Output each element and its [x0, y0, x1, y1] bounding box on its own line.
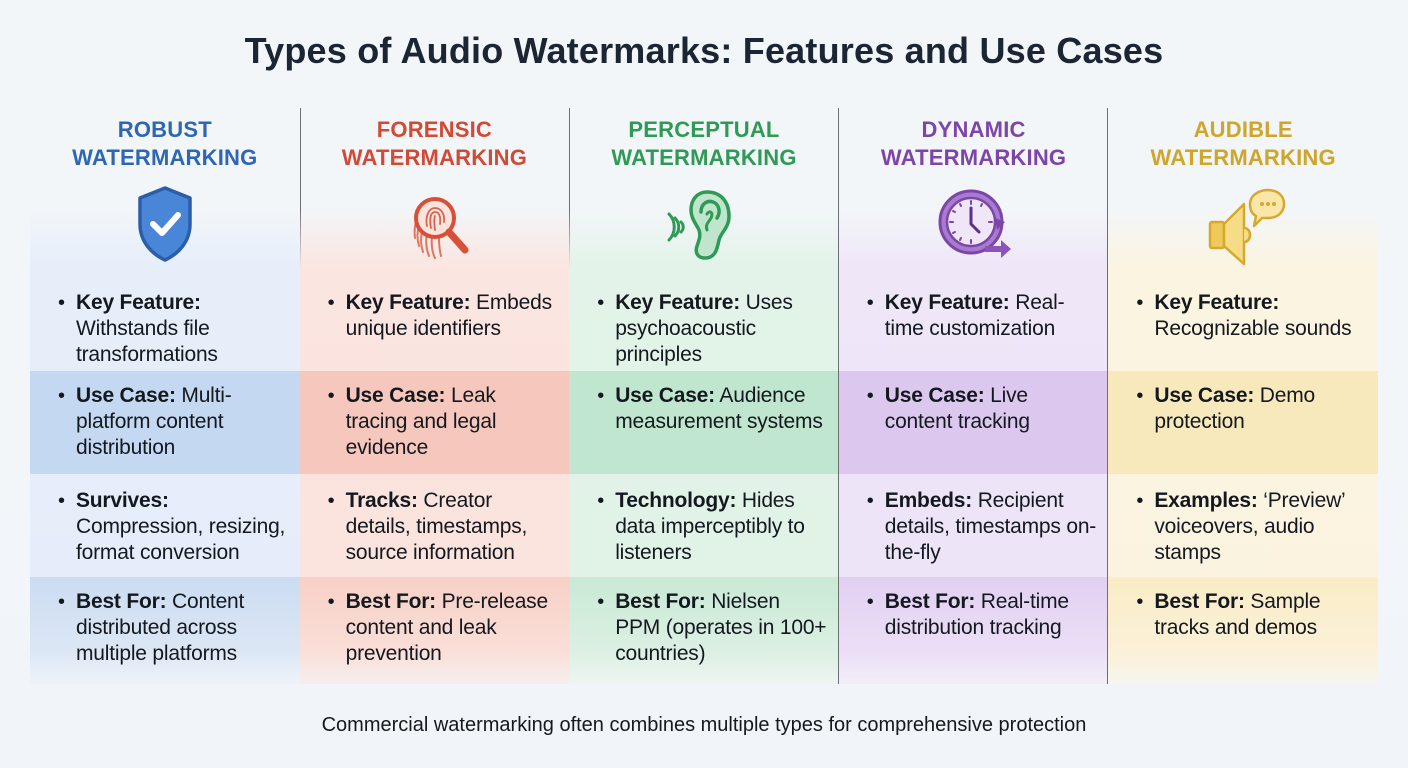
row-use-case: Use Case: Audience measurement systems [569, 371, 839, 474]
row-best-for: Best For: Sample tracks and demos [1108, 577, 1378, 684]
row-best-for: Best For: Pre-release content and leak p… [300, 577, 570, 684]
speaker-speech-bubble-icon [1198, 182, 1288, 266]
clock-refresh-icon [929, 182, 1019, 266]
row-survives: Survives: Compression, resizing, format … [30, 474, 300, 577]
row-embeds: Embeds: Recipient details, timestamps on… [839, 474, 1109, 577]
row-tracks: Tracks: Creator details, timestamps, sou… [300, 474, 570, 577]
row-examples: Examples: ‘Preview’ voiceovers, audio st… [1108, 474, 1378, 577]
row-best-for: Best For: Real-time distribution trackin… [839, 577, 1109, 684]
page-title: Types of Audio Watermarks: Features and … [244, 30, 1164, 71]
column-heading-dynamic: DYNAMIC WATERMARKING [880, 117, 1067, 170]
column-heading-forensic: FORENSIC WATERMARKING [341, 117, 528, 170]
row-use-case: Use Case: Demo protection [1108, 371, 1378, 474]
row-key-feature: Key Feature: Embeds unique identifiers [300, 278, 570, 371]
row-use-case: Use Case: Live content tracking [839, 371, 1109, 474]
shield-check-icon [120, 182, 210, 266]
row-key-feature: Key Feature: Real-time customization [839, 278, 1109, 371]
column-robust: ROBUST WATERMARKING Key Feature: Withsta… [30, 108, 300, 684]
row-key-feature: Key Feature: Recognizable sounds [1108, 278, 1378, 371]
ear-sound-icon [659, 182, 749, 266]
column-divider [838, 108, 839, 684]
row-use-case: Use Case: Leak tracing and legal evidenc… [300, 371, 570, 474]
column-forensic: FORENSIC WATERMARKING [299, 108, 570, 684]
footer-note: Commercial watermarking often combines m… [321, 714, 1087, 736]
watermark-types-grid: ROBUST WATERMARKING Key Feature: Withsta… [30, 108, 1378, 684]
row-best-for: Best For: Nielsen PPM (operates in 100+ … [569, 577, 839, 684]
column-audible: AUDIBLE WATERMARKING Key Feature: Recogn… [1108, 108, 1378, 684]
column-divider [1107, 108, 1108, 684]
column-heading-audible: AUDIBLE WATERMARKING [1150, 117, 1336, 170]
column-dynamic: DYNAMIC WATERMARKING [838, 108, 1109, 684]
row-use-case: Use Case: Multi-platform content distrib… [30, 371, 300, 474]
row-key-feature: Key Feature: Uses psychoacoustic princip… [569, 278, 839, 371]
row-best-for: Best For: Content distributed across mul… [30, 577, 300, 684]
column-heading-robust: ROBUST WATERMARKING [72, 117, 258, 170]
row-key-feature: Key Feature: Withstands file transformat… [30, 278, 300, 371]
fingerprint-magnifier-icon [389, 182, 479, 266]
column-heading-perceptual: PERCEPTUAL WATERMARKING [611, 117, 797, 170]
column-perceptual: PERCEPTUAL WATERMARKING Key Feature: Use… [569, 108, 839, 684]
row-technology: Technology: Hides data imperceptibly to … [569, 474, 839, 577]
